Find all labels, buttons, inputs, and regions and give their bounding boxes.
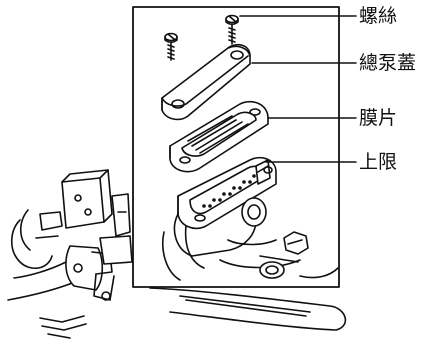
label-upper-limit: 上限 (359, 151, 398, 173)
screw-parts (164, 14, 239, 61)
label-screw: 螺絲 (359, 5, 398, 27)
master-cylinder-cover-part (161, 43, 251, 121)
master-cylinder-body (162, 156, 339, 281)
diaphragm-part (169, 100, 269, 173)
leader-lines (239, 15, 357, 163)
label-diaphragm: 膜片 (359, 107, 398, 129)
label-master-cylinder-cover: 總泵蓋 (359, 52, 417, 74)
handlebar-assembly-drawing (7, 169, 347, 339)
